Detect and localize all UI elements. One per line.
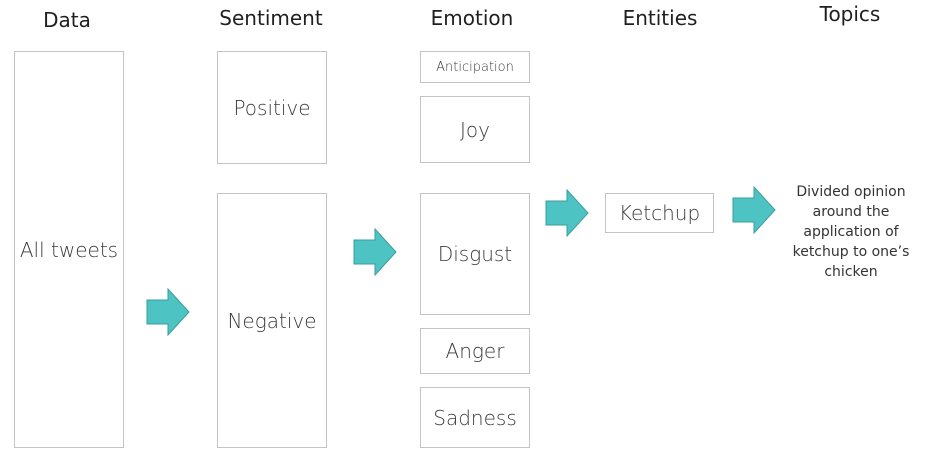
positive-label: Positive [233, 95, 311, 120]
header-sentiment: Sentiment [219, 6, 323, 30]
negative-box: Negative [217, 193, 327, 448]
anticipation-box: Anticipation [420, 51, 530, 83]
joy-label: Joy [460, 117, 490, 142]
topic-description: Divided opinion around the application o… [782, 182, 920, 282]
topic-line: chicken [824, 264, 878, 280]
arrow-right-icon [545, 189, 589, 237]
anticipation-label: Anticipation [436, 59, 514, 75]
ketchup-label: Ketchup [618, 201, 701, 225]
negative-label: Negative [227, 308, 317, 333]
arrow-right-icon [732, 186, 776, 234]
topic-line: Divided opinion [796, 184, 906, 200]
topic-line: around the [812, 204, 890, 220]
topic-line: application of [803, 224, 899, 240]
header-data: Data [43, 8, 91, 32]
anger-box: Anger [420, 328, 530, 374]
header-emotion: Emotion [430, 6, 514, 30]
header-topics: Topics [819, 2, 881, 26]
arrow-right-icon [146, 288, 190, 336]
ketchup-box: Ketchup [605, 193, 714, 233]
disgust-label: Disgust [437, 242, 513, 266]
topic-line: ketchup to one’s [792, 244, 910, 260]
positive-box: Positive [217, 51, 327, 164]
arrow-right-icon [353, 228, 397, 276]
header-entities: Entities [622, 6, 698, 30]
all-tweets-box: All tweets [14, 51, 124, 448]
disgust-box: Disgust [420, 193, 530, 315]
sadness-label: Sadness [433, 405, 517, 430]
all-tweets-label: All tweets [19, 237, 119, 262]
joy-box: Joy [420, 96, 530, 163]
anger-label: Anger [445, 339, 505, 363]
sadness-box: Sadness [420, 387, 530, 448]
